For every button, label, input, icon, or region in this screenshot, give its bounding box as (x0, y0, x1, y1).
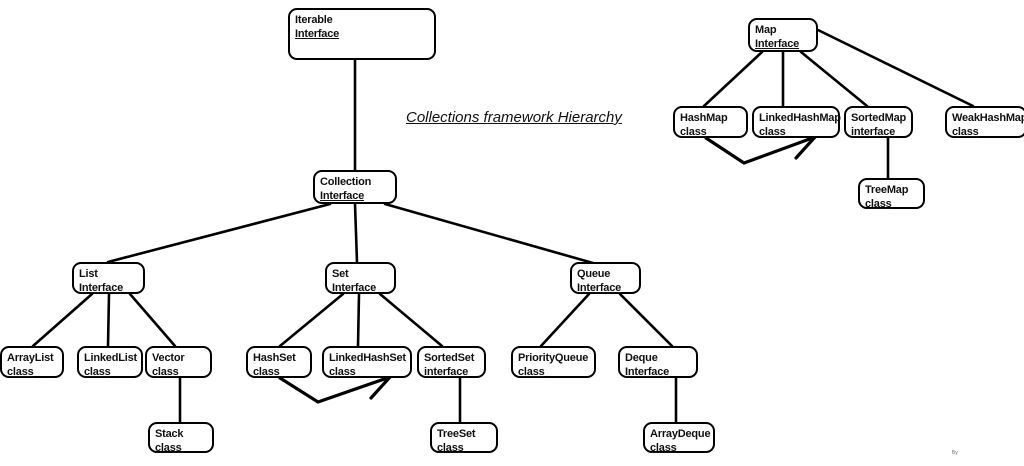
node-treeset[interactable]: TreeSet class (430, 422, 498, 454)
node-map-name: Map (755, 24, 777, 36)
node-list-kind: Interface (79, 282, 124, 294)
node-queue-kind: Interface (577, 282, 622, 294)
node-weakhashmap-name: WeakHashMap (952, 112, 1024, 124)
node-hashmap-name: HashMap (680, 112, 728, 124)
arrowhead-linkedhashmap-b (794, 135, 817, 160)
node-linkedlist[interactable]: LinkedList class (77, 346, 143, 378)
node-vector-name: Vector (152, 352, 185, 364)
node-set-kind: Interface (332, 282, 377, 294)
node-deque-name: Deque (625, 352, 658, 364)
node-sortedset[interactable]: SortedSet interface (417, 346, 486, 378)
node-priorityqueue[interactable]: PriorityQueue class (511, 346, 596, 378)
node-queue-name: Queue (577, 268, 611, 280)
watermark: By Core java in 25 hours. (952, 436, 997, 466)
node-weakhashmap[interactable]: WeakHashMap class (945, 106, 1024, 138)
diagram-title: Collections framework Hierarchy (406, 109, 622, 126)
node-sortedmap[interactable]: SortedMap interface (844, 106, 913, 138)
edge-set-to-linkedhashset (356, 292, 361, 348)
node-treemap-name: TreeMap (865, 184, 909, 196)
node-stack-name: Stack (155, 428, 184, 440)
edge-queue-to-deque (618, 292, 674, 348)
edge-collection-to-queue (383, 202, 602, 267)
node-treemap[interactable]: TreeMap class (858, 178, 925, 210)
node-linkedlist-name: LinkedList (84, 352, 138, 364)
node-hashmap[interactable]: HashMap class (673, 106, 748, 138)
edge-list-to-vector (128, 292, 177, 348)
watermark-line-1: By (952, 450, 959, 456)
node-linkedlist-kind: class (84, 366, 111, 378)
node-iterable-name: Iterable (295, 14, 333, 26)
node-sortedset-name: SortedSet (424, 352, 475, 364)
node-linkedhashmap[interactable]: LinkedHashMap class (752, 106, 841, 138)
edge-list-to-arraylist (31, 292, 94, 348)
node-arraylist-kind: class (7, 366, 34, 378)
node-arraydeque-kind: class (650, 442, 677, 454)
edge-collection-to-set (353, 202, 359, 264)
node-list-name: List (79, 268, 98, 280)
node-linkedhashset[interactable]: LinkedHashSet class (322, 346, 412, 378)
edge-map-to-weakhashmap (816, 28, 975, 108)
edge-queue-to-priorityqueue (539, 292, 591, 348)
node-sortedmap-name: SortedMap (851, 112, 907, 124)
node-treeset-kind: class (437, 442, 464, 454)
edge-list-to-linkedlist (106, 292, 111, 348)
node-linkedhashset-kind: class (329, 366, 356, 378)
node-linkedhashmap-kind: class (759, 126, 786, 138)
node-stack[interactable]: Stack class (148, 422, 214, 454)
node-weakhashmap-kind: class (952, 126, 979, 138)
node-priorityqueue-kind: class (518, 366, 545, 378)
node-arraylist-name: ArrayList (7, 352, 54, 364)
node-hashmap-kind: class (680, 126, 707, 138)
edge-set-to-hashset (278, 292, 345, 348)
edge-map-to-sortedmap (799, 50, 869, 108)
node-hashset-name: HashSet (253, 352, 296, 364)
node-sortedset-kind: interface (424, 366, 469, 378)
node-linkedhashset-name: LinkedHashSet (329, 352, 406, 364)
node-vector[interactable]: Vector class (145, 346, 212, 378)
node-collection-kind: Interface (320, 190, 365, 202)
node-arraydeque-name: ArrayDeque (650, 428, 711, 440)
edge-collection-to-list (106, 202, 332, 264)
node-arraylist[interactable]: ArrayList class (0, 346, 64, 378)
node-hashset-kind: class (253, 366, 280, 378)
arrow-hashmap-to-linkedhashmap (704, 135, 817, 165)
node-deque-kind: Interface (625, 366, 670, 378)
node-iterable-kind: Interface (295, 28, 340, 40)
node-treeset-name: TreeSet (437, 428, 476, 440)
node-sortedmap-kind: interface (851, 126, 896, 138)
arrowhead-linkedhashset-b (369, 375, 392, 400)
node-linkedhashmap-name: LinkedHashMap (759, 112, 841, 124)
node-vector-kind: class (152, 366, 179, 378)
node-treemap-kind: class (865, 198, 892, 210)
arrow-hashset-to-linkedhashset (278, 375, 392, 404)
node-hashset[interactable]: HashSet class (246, 346, 312, 378)
edge-map-to-hashmap (702, 50, 764, 108)
edge-set-to-sortedset (378, 292, 444, 348)
node-stack-kind: class (155, 442, 182, 454)
node-set-name: Set (332, 268, 349, 280)
node-priorityqueue-name: PriorityQueue (518, 352, 589, 364)
node-arraydeque[interactable]: ArrayDeque class (643, 422, 715, 454)
node-collection-name: Collection (320, 176, 372, 188)
node-map-kind: Interface (755, 38, 800, 50)
